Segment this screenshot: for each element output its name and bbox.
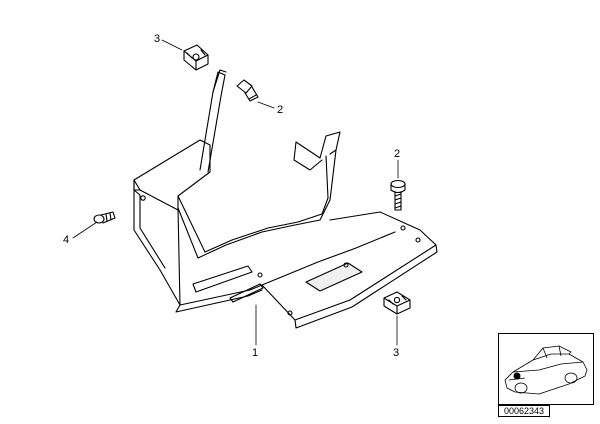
callout-1-bottom: 1	[252, 347, 258, 359]
image-number-label: 00062343	[498, 405, 550, 417]
callout-2-top: 2	[277, 104, 283, 116]
callout-2-right: 2	[394, 148, 400, 160]
car-icon	[504, 345, 588, 395]
screw-right-icon	[390, 179, 406, 211]
clip-nut-top-icon	[183, 44, 209, 71]
callout-3-top: 3	[154, 33, 160, 45]
callout-3-bottom: 3	[393, 347, 399, 359]
callout-4-left: 4	[63, 234, 69, 246]
vehicle-thumbnail	[498, 333, 594, 405]
screw-left-icon	[93, 211, 116, 224]
clip-nut-bottom-icon	[383, 291, 411, 315]
bracket-part	[133, 69, 438, 329]
leader-lines	[72, 39, 399, 346]
screw-top-icon	[236, 79, 259, 102]
